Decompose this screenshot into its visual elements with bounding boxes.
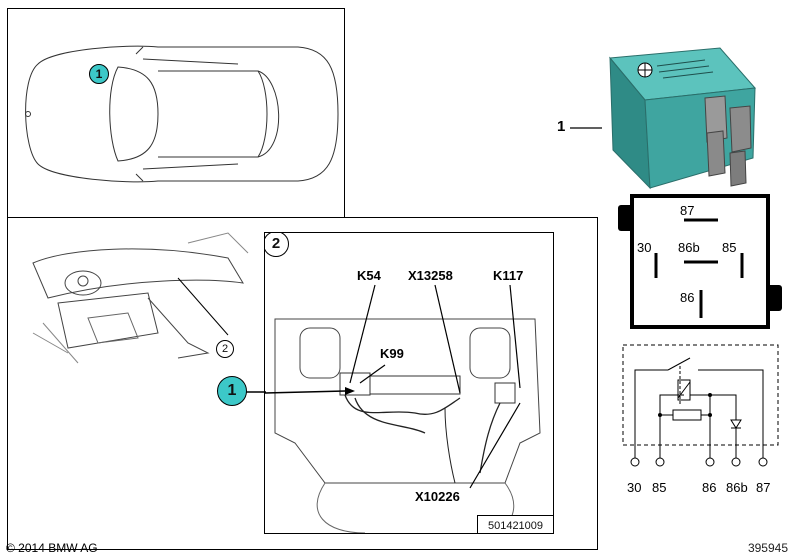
detail-view-box: 2 K54 X13258 K117 K99 X10226 501421009 [264, 232, 554, 534]
connector-x13258-label: X13258 [408, 268, 453, 283]
relay-marker-leader [246, 391, 266, 393]
relay-drawing [609, 47, 757, 190]
relay-location-number: 1 [227, 382, 237, 399]
copyright-text: © 2014 BMW AG [6, 541, 98, 555]
connector-k117-label: K117 [493, 268, 524, 283]
relay-position-callout: 1 [89, 64, 109, 84]
terminal-86b-label: 86b [726, 480, 748, 495]
terminal-87-label: 87 [756, 480, 771, 495]
fuse-area-drawing [265, 284, 541, 533]
car-top-view-drawing [25, 45, 339, 183]
detail-view-callout: 2 [265, 233, 289, 257]
connector-k54-label: K54 [357, 268, 381, 283]
detail-panel: 2 [7, 217, 598, 550]
pin-86-label: 86 [680, 290, 695, 305]
car-top-view-panel: 1 [7, 8, 345, 218]
figure-code: 501421009 [487, 520, 544, 532]
diagram-id: 395945 [747, 541, 788, 555]
relay-schematic [622, 344, 779, 467]
connector-k99-label: K99 [380, 346, 404, 361]
dashboard-view-callout: 2 [216, 340, 234, 358]
pin-layout-box: 87 30 86b 85 86 [630, 194, 770, 329]
connector-x10226-label: X10226 [415, 489, 460, 504]
pin-86b-label: 86b [678, 240, 700, 255]
relay-location-marker: 1 [217, 376, 247, 406]
terminal-86-label: 86 [702, 480, 717, 495]
pin-box-left-tab [618, 205, 632, 231]
pin-85-label: 85 [722, 240, 737, 255]
terminal-85-label: 85 [652, 480, 667, 495]
pin-87-label: 87 [680, 203, 695, 218]
pin-30-label: 30 [637, 240, 652, 255]
dashboard-sketch [32, 232, 249, 364]
detail-view-number: 2 [271, 235, 281, 252]
relay-position-number: 1 [95, 67, 103, 81]
relay-part-illustration [595, 38, 785, 198]
relay-item-number: 1 [557, 118, 566, 135]
figure-code-box: 501421009 [477, 515, 553, 533]
relay-item-leader [570, 127, 602, 129]
pin-layout-drawing [654, 218, 744, 318]
terminal-30-label: 30 [627, 480, 642, 495]
dashboard-view-number: 2 [221, 343, 229, 355]
pin-box-right-tab [768, 285, 782, 311]
